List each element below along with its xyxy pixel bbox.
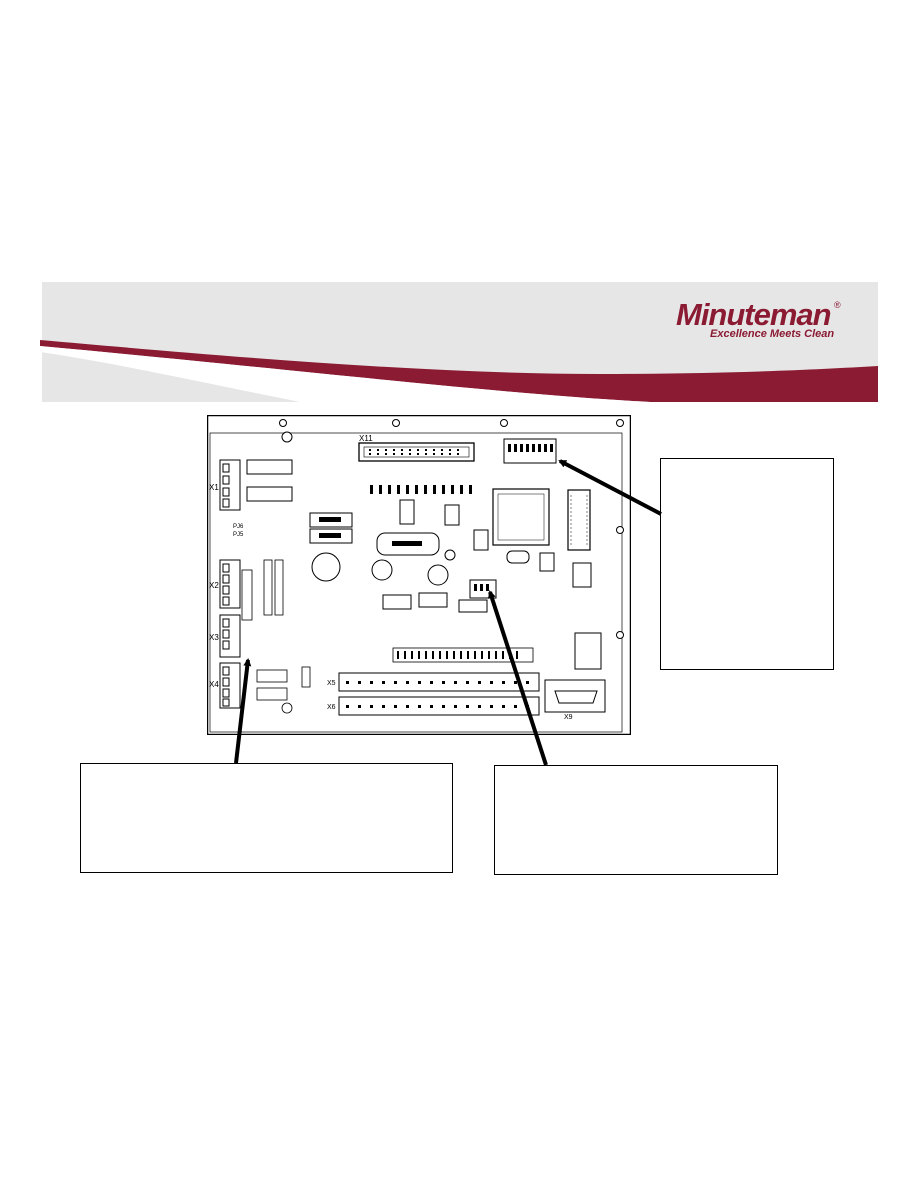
label-x4: X4 — [209, 680, 219, 689]
callout-box-bottom-left — [80, 763, 453, 873]
bottom-left-components — [256, 666, 311, 714]
microcontroller-chip — [492, 488, 550, 546]
label-x9: X9 — [564, 714, 573, 721]
circuit-board-diagram: X11 X1 X2 X3 X4 PJ6 PJ5 — [207, 415, 631, 735]
capacitors — [281, 431, 456, 586]
header-band — [0, 282, 878, 402]
ic-right-lower — [572, 562, 592, 588]
board-inner-outline — [209, 432, 623, 733]
resistor-array — [392, 647, 534, 663]
resistor-row — [370, 485, 472, 494]
callout-box-right — [660, 458, 834, 670]
label-x11: X11 — [359, 434, 373, 443]
connector-right — [574, 632, 602, 670]
connector-x9 — [544, 679, 606, 713]
connector-x11 — [358, 442, 475, 462]
label-pj5: PJ5 — [233, 532, 244, 538]
terminal-block-x5 — [338, 672, 540, 692]
connector-x2 — [219, 559, 241, 609]
connector-x3 — [219, 614, 241, 658]
label-x5: X5 — [327, 680, 336, 687]
label-x6: X6 — [327, 704, 336, 711]
label-x3: X3 — [209, 633, 219, 642]
callout-box-bottom-right — [494, 765, 778, 875]
label-pj6: PJ6 — [233, 524, 244, 530]
logo-registered: ® — [834, 300, 841, 310]
connector-x4 — [219, 662, 241, 709]
dip-switch-middle — [469, 579, 497, 599]
relay-blocks — [246, 459, 353, 544]
logo-brand: Minuteman — [676, 297, 832, 332]
dip-switch-top — [503, 438, 557, 464]
terminal-block-x6 — [338, 696, 540, 716]
minuteman-logo: Minuteman ® Excellence Meets Clean — [676, 298, 846, 346]
label-x1: X1 — [209, 483, 219, 492]
connector-x1 — [219, 459, 241, 511]
mounting-screws — [279, 419, 624, 639]
logo-tagline: Excellence Meets Clean — [710, 328, 835, 340]
central-component — [376, 532, 440, 556]
label-x2: X2 — [209, 581, 219, 590]
small-ics — [382, 499, 555, 613]
eprom-chip — [567, 489, 591, 551]
vertical-components — [241, 559, 284, 621]
